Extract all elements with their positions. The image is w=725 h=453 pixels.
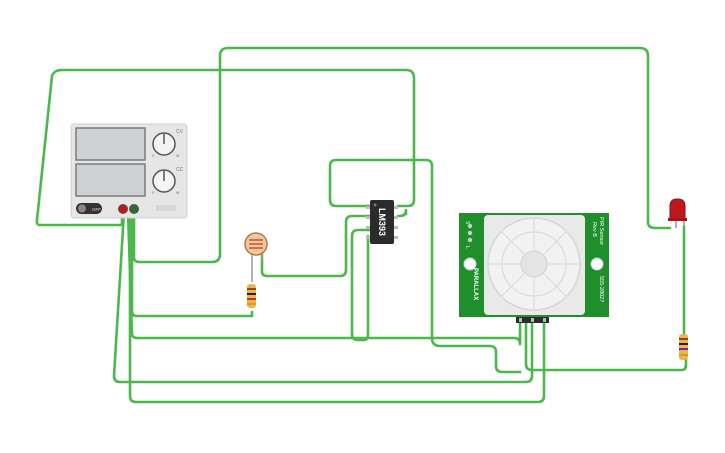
wire-supply-to-pir-1[interactable] (112, 210, 534, 384)
knob-min-c: 0 (152, 190, 155, 195)
negative-terminal[interactable] (129, 204, 139, 214)
wire-pir-to-resistor[interactable] (524, 320, 688, 372)
wire-supply-to-pir-3[interactable] (126, 210, 522, 346)
pir-title: PIR Sensor (598, 217, 604, 245)
pir-brand: PARALLAX (472, 268, 478, 300)
wire-ic-loop[interactable] (328, 158, 522, 374)
resistor-ldr[interactable] (247, 284, 256, 308)
pir-rev: Rev B (591, 222, 597, 237)
led[interactable] (668, 198, 687, 228)
lm393-label: LM393 (377, 208, 387, 236)
photoresistor[interactable] (244, 232, 268, 282)
wire-supply-to-pir-2[interactable] (128, 210, 546, 404)
resistor-led[interactable] (679, 334, 688, 360)
wire-ic-bottom[interactable] (350, 228, 372, 342)
positive-terminal[interactable] (118, 204, 128, 214)
wire-top-to-led[interactable] (132, 46, 672, 264)
lm393-chip[interactable]: LM393 (366, 200, 398, 244)
wire-resistor-ldr[interactable] (130, 212, 254, 318)
wire-ldr-to-ic[interactable] (260, 214, 372, 278)
knob-label-cv: CV (176, 129, 184, 135)
knob-max-v: M (176, 153, 179, 158)
knob-max-c: M (176, 190, 179, 195)
power-switch-label: OFF (92, 207, 101, 212)
wires (35, 46, 688, 404)
voltage-display (75, 127, 146, 161)
knob-min-v: 0 (152, 153, 155, 158)
power-supply[interactable]: CV CC 0 0 M M OFF (70, 123, 188, 219)
pir-pin-l: L (464, 246, 470, 249)
current-display (75, 163, 146, 197)
pir-pin-s: S (464, 221, 470, 225)
pir-part-number: 555-28027 (598, 276, 604, 302)
brand-plate (156, 205, 176, 211)
pir-sensor[interactable]: S L PARALLAX PIR Sensor Rev B 555-28027 (459, 213, 609, 323)
knob-label-cc: CC (176, 167, 184, 173)
wire-supply-top-loop[interactable] (35, 68, 416, 227)
